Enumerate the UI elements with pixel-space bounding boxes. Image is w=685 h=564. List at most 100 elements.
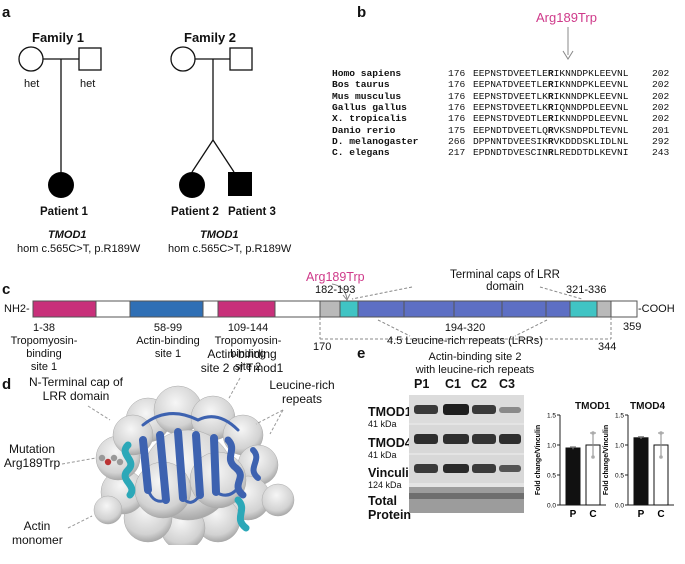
start-position: 176 xyxy=(448,101,466,113)
sequence: EEPNDTDVEETLQRVKSNDPDLTEVNL xyxy=(473,124,629,136)
row-vinculin-label: Vinculin 124 kDa xyxy=(368,466,417,490)
pedigree-diagram xyxy=(18,46,253,198)
lrr-segment-5 xyxy=(545,300,571,318)
patient2-label: Patient 2 xyxy=(171,206,219,218)
sequence: EEPNATDVEETLERIKNNDPKLEEVNL xyxy=(473,79,629,91)
alignment-row: X. tropicalis 176 EEPNSTDVEDTLERIKNNDPDLEE… xyxy=(332,113,672,125)
abs1-domain xyxy=(129,300,204,318)
conserved-residue: R xyxy=(547,147,554,159)
species-name: Gallus gallus xyxy=(332,101,407,113)
sequence: EPDNDTDVESCINRLREDDTDLKEVNI xyxy=(473,147,629,159)
abs2-end: 344 xyxy=(598,341,617,353)
conserved-residue: R xyxy=(547,68,554,79)
data-point xyxy=(659,431,663,435)
y-tick-label: 1.0 xyxy=(547,443,556,450)
n-terminus: NH2- xyxy=(4,303,30,315)
panel-label-b: b xyxy=(357,4,367,21)
sequence: DPPNNTDVEESIKRVKDDDSKLIDLNL xyxy=(473,135,629,147)
domain-mutation-label: Arg189Trp xyxy=(306,270,365,284)
patient3-label: Patient 3 xyxy=(228,206,276,218)
y-tick-label: 1.0 xyxy=(615,443,624,450)
y-tick-label: 0.0 xyxy=(547,503,556,510)
conserved-residue: R xyxy=(547,90,554,102)
data-point xyxy=(591,431,595,435)
x-tick-label: P xyxy=(570,509,577,520)
end-position: 202 xyxy=(652,113,670,125)
end-position: 202 xyxy=(652,101,670,113)
sequence: EEPNSTDVEETLKRIQNNDPDLEEVNL xyxy=(473,101,629,113)
sequence: EEPNSTDVEDTLERIKNNDPDLEEVNL xyxy=(473,113,629,125)
y-axis-label: Fold change/Vinculin xyxy=(535,425,542,495)
patient1-label: Patient 1 xyxy=(40,206,88,218)
end-position: 201 xyxy=(652,124,670,136)
caps-label: Terminal caps of LRR domain xyxy=(450,269,560,293)
family2-gene: TMOD1 xyxy=(200,229,239,241)
lrr-segment-4 xyxy=(501,300,547,318)
row-tmod1-label: TMOD1 41 kDa xyxy=(368,405,412,429)
bar-P xyxy=(633,437,649,506)
y-axis-label: Fold change/Vinculin xyxy=(603,425,610,495)
family2-genotype: hom c.565C>T, p.R189W xyxy=(168,243,292,255)
cap2-range: 321-336 xyxy=(566,284,607,296)
grey-segment-1 xyxy=(319,300,341,318)
start-position: 176 xyxy=(448,79,466,91)
cap1-domain xyxy=(339,300,359,318)
family2-title: Family 2 xyxy=(184,30,237,45)
bar-P xyxy=(565,447,581,506)
y-tick-label: 1.5 xyxy=(615,413,624,420)
c-terminus: -COOH xyxy=(638,303,675,315)
start-position: 176 xyxy=(448,90,466,102)
species-name: Mus musculus xyxy=(332,90,402,102)
lrr-segment-2 xyxy=(403,300,455,318)
start-position: 266 xyxy=(448,135,466,147)
conserved-residue: R xyxy=(547,135,554,147)
conserved-residue: R xyxy=(547,101,554,113)
species-name: C. elegans xyxy=(332,147,390,159)
y-tick-label: 0.5 xyxy=(615,473,624,480)
species-name: Homo sapiens xyxy=(332,68,402,79)
panel-label-a: a xyxy=(2,4,11,21)
panel-label-e: e xyxy=(357,345,366,362)
mother-symbol xyxy=(18,46,44,72)
data-point xyxy=(659,455,663,459)
alignment-arrow xyxy=(562,27,574,60)
start-position: 176 xyxy=(448,68,466,79)
patient2-symbol xyxy=(179,172,205,198)
x-tick-label: P xyxy=(638,509,645,520)
start-position: 176 xyxy=(448,113,466,125)
species-name: Bos taurus xyxy=(332,79,390,91)
row-tmod4-label: TMOD4 41 kDa xyxy=(368,436,412,460)
lane-c2: C2 xyxy=(471,377,487,391)
family1-gene: TMOD1 xyxy=(48,229,87,241)
sequence: EEPNSTDVEETLKRIKNNDPKLEEVNL xyxy=(473,90,629,102)
end-position: 202 xyxy=(652,79,670,91)
species-name: X. tropicalis xyxy=(332,113,407,125)
alignment-row: Mus musculus 176 EEPNSTDVEETLKRIKNNDPKLEEV… xyxy=(332,91,672,103)
western-blot-image xyxy=(409,395,524,513)
lrr-segment-1 xyxy=(357,300,405,318)
species-name: Danio rerio xyxy=(332,124,396,136)
mother-genotype: het xyxy=(24,78,40,90)
patient3-symbol xyxy=(228,172,252,196)
tbs1-domain xyxy=(32,300,97,318)
lane-p1: P1 xyxy=(414,377,430,391)
family1-genotype: hom c.565C>T, p.R189W xyxy=(17,243,141,255)
alignment-row: Bos taurus 176 EEPNATDVEETLERIKNNDPKLEEVNL… xyxy=(332,79,672,91)
conserved-residue: R xyxy=(547,113,554,125)
sequence: EEPNSTDVEETLERIKNNDPKLEEVNL xyxy=(473,68,629,79)
cap1-range: 182-193 xyxy=(315,284,356,296)
abs2-start: 170 xyxy=(313,341,332,353)
alignment-mutation-label: Arg189Trp xyxy=(536,10,597,25)
y-tick-label: 0.0 xyxy=(615,503,624,510)
